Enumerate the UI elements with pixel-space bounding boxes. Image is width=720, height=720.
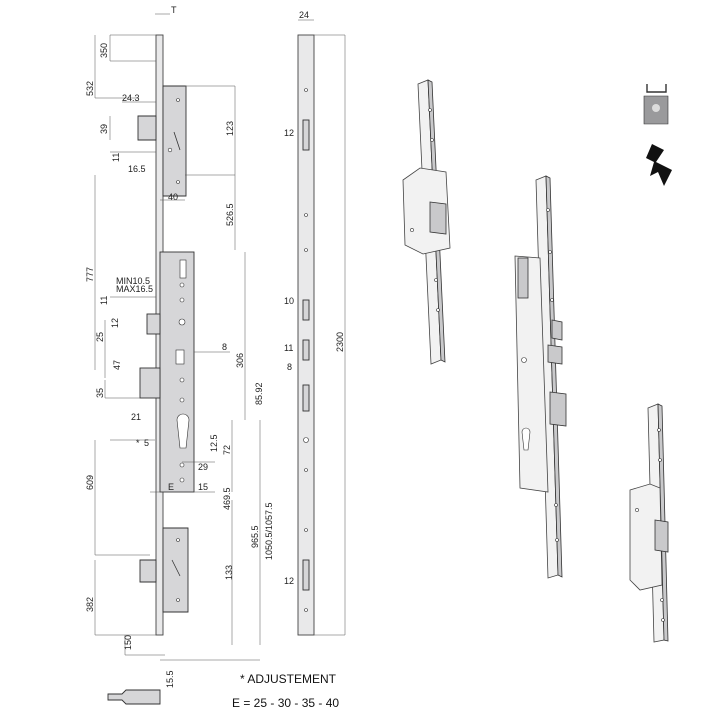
adjustment-mark-label: 5 — [144, 438, 149, 448]
dim-label: 526.5 — [225, 203, 235, 226]
e-values-note: E = 25 - 30 - 35 - 40 — [232, 696, 339, 710]
dim-label: 1050.5/1057.5 — [264, 502, 274, 560]
dim-label: 2300 — [335, 332, 345, 352]
dim-label: 15.5 — [165, 670, 175, 688]
adjustment-note: * ADJUSTEMENT — [240, 672, 337, 686]
dim-label: 150 — [123, 635, 133, 650]
euro-cylinder-cutout — [176, 413, 190, 449]
dim-label: 47 — [112, 360, 122, 370]
dim-label: 382 — [85, 597, 95, 612]
dim-label: 21 — [131, 412, 141, 422]
latch-bolt — [146, 313, 161, 335]
side-dimension-labels: 24 12 10 11 8 2300 12 — [284, 10, 345, 586]
dim-label: 40 — [168, 192, 178, 202]
top-latch-case — [162, 85, 187, 197]
dim-label: 24.3 — [122, 93, 140, 103]
dim-label: 8 — [222, 342, 227, 352]
dim-label: 85.92 — [254, 382, 264, 405]
dim-label: 123 — [225, 121, 235, 136]
dim-label: T — [171, 5, 177, 15]
asterisk-mark: * — [136, 438, 140, 448]
lightning-bolt-icon — [646, 144, 672, 186]
dim-label: 965.5 — [250, 525, 260, 548]
side-elevation-view: 24 12 10 11 8 2300 12 — [284, 10, 346, 636]
dim-label: 469.5 — [222, 487, 232, 510]
dim-label: 25 — [95, 332, 105, 342]
dim-label: MAX16.5 — [116, 284, 153, 294]
dim-label: 532 — [85, 81, 95, 96]
dead-bolt — [139, 367, 161, 399]
dim-label: 12 — [284, 128, 294, 138]
isometric-top-keeper — [402, 79, 451, 365]
bottom-bolt-head — [139, 559, 157, 583]
door-key-symbol-icon — [643, 84, 669, 125]
top-bolt-head — [137, 115, 157, 141]
dim-label: 11 — [111, 153, 121, 162]
dim-label: E — [168, 482, 174, 492]
dim-label: 8 — [287, 362, 292, 372]
isometric-bottom-keeper — [629, 403, 669, 643]
dim-label: 16.5 — [128, 164, 146, 174]
dim-label: 39 — [99, 124, 109, 134]
dim-label: 10 — [284, 296, 294, 306]
isometric-main-lock — [514, 175, 567, 579]
dim-label: 29 — [198, 462, 208, 472]
dim-label: 11 — [284, 343, 293, 353]
dim-label: 306 — [235, 353, 245, 368]
main-lock-case — [159, 251, 195, 493]
dim-label: 15 — [198, 482, 208, 492]
dim-label: 350 — [99, 43, 109, 58]
faceplate-section-detail — [107, 689, 161, 705]
dim-label: 12 — [284, 576, 294, 586]
dim-label: 11 — [99, 296, 109, 305]
dim-label: 777 — [85, 267, 95, 282]
dim-label: 12 — [110, 318, 120, 328]
front-dimension-labels: T 350 532 24.3 39 123 11 16.5 40 526.5 7… — [85, 5, 274, 688]
dim-label: 12.5 — [209, 434, 219, 452]
front-dimension-lines — [94, 13, 261, 661]
dim-label: 35 — [95, 388, 105, 398]
dim-label: 133 — [224, 565, 234, 580]
dim-label: 24 — [299, 10, 309, 20]
dim-label: MIN10.5 — [116, 276, 150, 286]
dim-label: 609 — [85, 475, 95, 490]
side-faceplate — [297, 34, 315, 636]
bottom-latch-case — [162, 527, 189, 613]
dim-label: 72 — [222, 445, 232, 455]
front-elevation-view: T 350 532 24.3 39 123 11 16.5 40 526.5 7… — [85, 5, 274, 705]
